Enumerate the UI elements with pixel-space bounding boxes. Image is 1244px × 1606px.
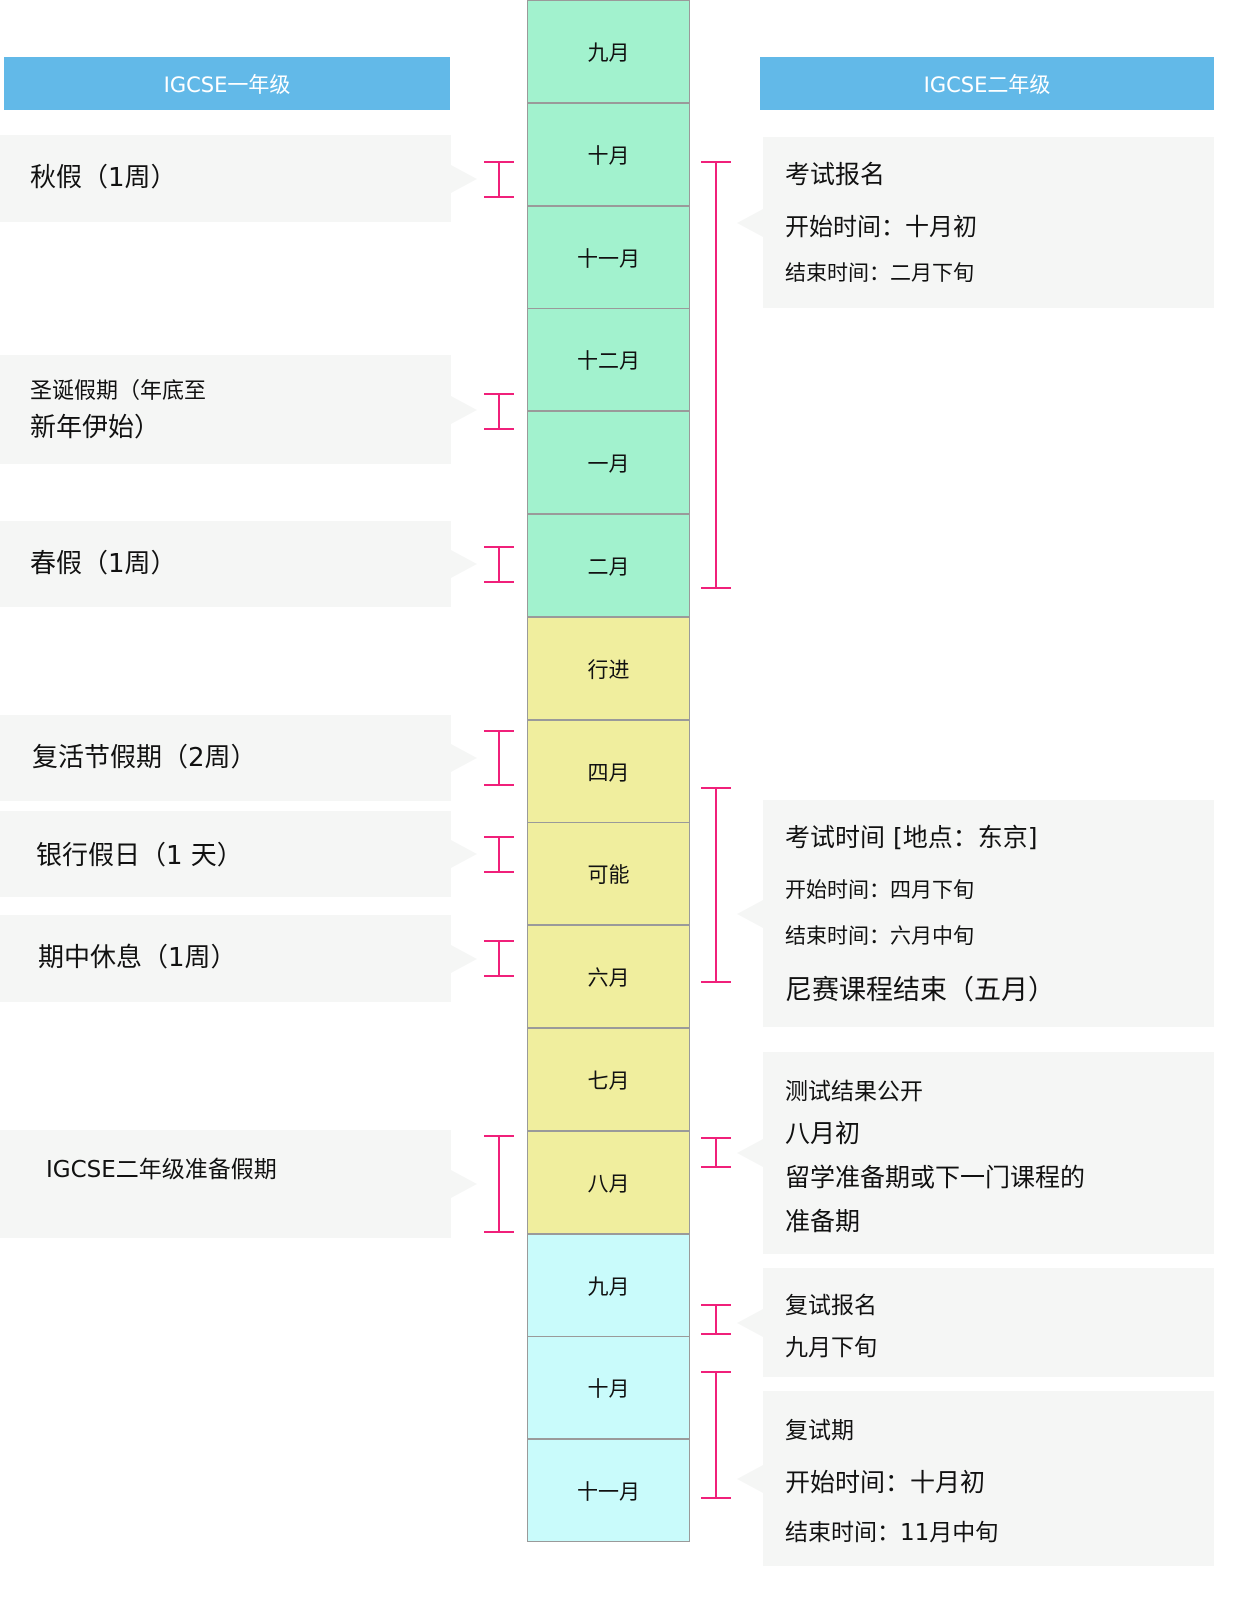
month-cell: 十月	[527, 1336, 690, 1439]
range-bracket	[701, 1371, 731, 1499]
event-text: 尼赛课程结束（五月）	[785, 975, 1055, 1006]
pointer-arrow	[451, 550, 477, 578]
event-text: 开始时间：十月初	[785, 213, 977, 241]
month-cell: 九月	[527, 1234, 690, 1337]
left-event-box: 银行假日（1 天）	[0, 811, 451, 897]
event-text: 开始时间：四月下旬	[785, 878, 974, 902]
month-cell: 十二月	[527, 308, 690, 411]
pointer-arrow	[451, 744, 477, 772]
range-bracket	[701, 1304, 731, 1335]
event-text: IGCSE二年级准备假期	[46, 1157, 277, 1183]
event-text: 春假（1周）	[30, 549, 177, 579]
event-text: 准备期	[785, 1207, 861, 1236]
event-text: 结束时间：二月下旬	[785, 261, 974, 285]
pointer-arrow	[737, 1308, 763, 1337]
right-event-box: 复试期开始时间：十月初结束时间：11月中旬	[763, 1391, 1214, 1566]
event-text: 复试期	[785, 1418, 854, 1444]
pointer-arrow	[451, 1170, 477, 1198]
pointer-arrow	[451, 944, 477, 973]
left-event-box: 期中休息（1周）	[0, 915, 451, 1002]
event-text: 新年伊始）	[30, 413, 161, 443]
event-text: 测试结果公开	[785, 1079, 923, 1105]
event-text: 复活节假期（2周）	[32, 743, 257, 773]
right-event-box: 考试时间 [地点：东京] 开始时间：四月下旬结束时间：六月中旬尼赛课程结束（五月）	[763, 800, 1214, 1027]
month-cell: 八月	[527, 1131, 690, 1234]
header-year-2: IGCSE二年级	[760, 57, 1214, 110]
month-cell: 四月	[527, 720, 690, 823]
range-bracket	[484, 393, 514, 430]
pointer-arrow	[451, 395, 477, 424]
event-text: 九月下旬	[785, 1335, 877, 1361]
event-text: 秋假（1周）	[30, 163, 177, 193]
left-event-box: 春假（1周）	[0, 521, 451, 607]
range-bracket	[701, 1137, 731, 1168]
left-event-box: IGCSE二年级准备假期	[0, 1130, 451, 1238]
month-cell: 九月	[527, 0, 690, 103]
header-year-1: IGCSE一年级	[4, 57, 450, 110]
month-cell: 十一月	[527, 1439, 690, 1542]
event-text: 留学准备期或下一门课程的	[785, 1163, 1086, 1192]
left-event-box: 圣诞假期（年底至新年伊始）	[0, 355, 451, 464]
range-bracket	[484, 1135, 514, 1233]
right-event-box: 复试报名九月下旬	[763, 1268, 1214, 1377]
left-event-box: 秋假（1周）	[0, 135, 451, 222]
month-cell: 二月	[527, 514, 690, 617]
month-cell: 七月	[527, 1028, 690, 1131]
range-bracket	[484, 730, 514, 786]
month-cell: 一月	[527, 411, 690, 514]
pointer-arrow	[737, 1464, 763, 1493]
range-bracket	[701, 161, 731, 589]
event-text: 八月初	[785, 1119, 861, 1148]
event-text: 圣诞假期（年底至	[30, 379, 207, 404]
month-cell: 十月	[527, 103, 690, 206]
range-bracket	[484, 940, 514, 977]
pointer-arrow	[451, 164, 477, 193]
left-event-box: 复活节假期（2周）	[0, 715, 451, 801]
month-cell: 可能	[527, 822, 690, 925]
month-cell: 行进	[527, 617, 690, 720]
event-text: 考试报名	[785, 160, 886, 189]
event-text: 期中休息（1周）	[38, 943, 237, 973]
event-text: 考试时间 [地点：东京]	[785, 823, 1038, 852]
pointer-arrow	[737, 1139, 763, 1167]
range-bracket	[484, 161, 514, 198]
month-cell: 十一月	[527, 206, 690, 309]
pointer-arrow	[737, 899, 763, 928]
month-cell: 六月	[527, 925, 690, 1028]
event-text: 开始时间：十月初	[785, 1468, 986, 1497]
event-text: 结束时间：11月中旬	[785, 1520, 999, 1546]
event-text: 复试报名	[785, 1293, 877, 1319]
event-text: 结束时间：六月中旬	[785, 924, 974, 948]
pointer-arrow	[737, 208, 763, 237]
range-bracket	[484, 546, 514, 583]
right-event-box: 考试报名开始时间：十月初结束时间：二月下旬	[763, 137, 1214, 308]
right-event-box: 测试结果公开八月初留学准备期或下一门课程的准备期	[763, 1052, 1214, 1254]
pointer-arrow	[451, 840, 477, 868]
event-text: 银行假日（1 天）	[36, 841, 243, 871]
range-bracket	[701, 787, 731, 983]
range-bracket	[484, 836, 514, 873]
